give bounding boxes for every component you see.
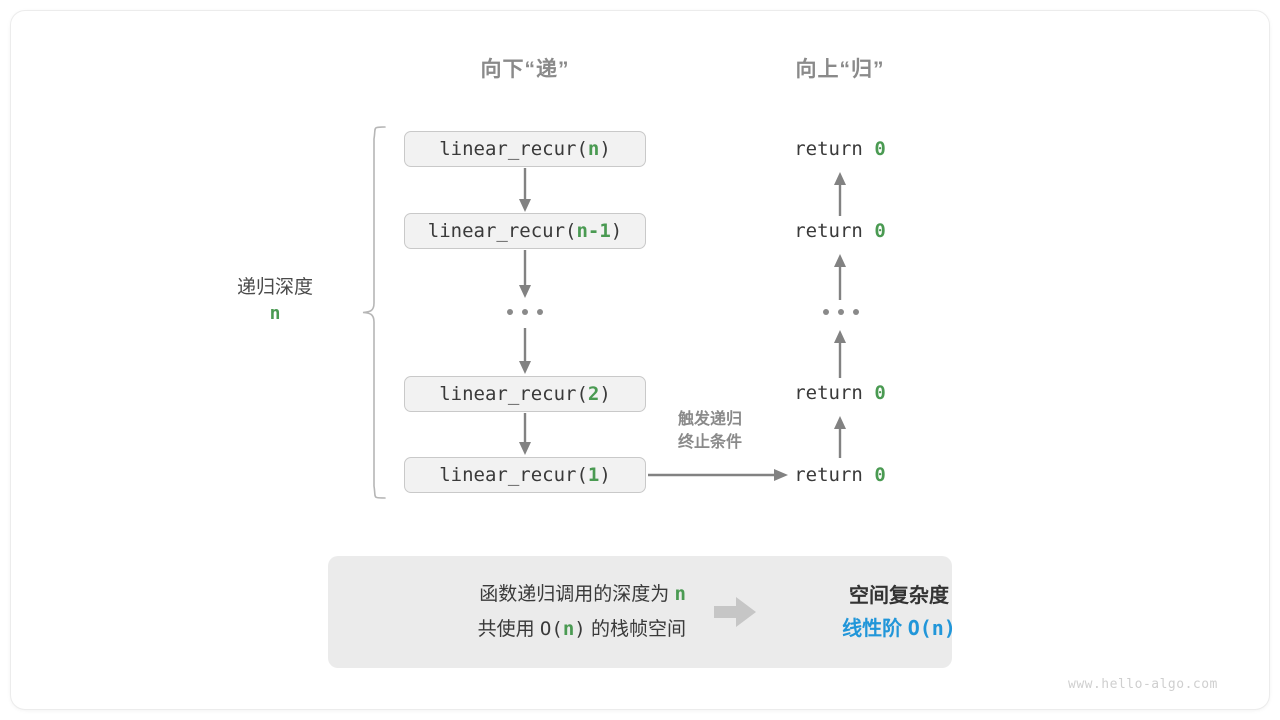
summary-line-2-text: 共使用	[477, 619, 540, 640]
summary-value-label: 线性阶	[842, 617, 908, 640]
summary-line-2: 共使用 O(n) 的栈帧空间	[356, 612, 686, 647]
call-box-n[interactable]: linear_recur(n)	[404, 131, 646, 167]
right-arrow-icon	[714, 597, 756, 627]
call-box-n-minus-1-arg: n-1	[576, 220, 611, 242]
summary-right: 空间复杂度 线性阶 O(n)	[784, 580, 1014, 645]
ellipsis-dot	[838, 309, 844, 315]
summary-line-2-bigo-close: )	[574, 618, 586, 640]
recursion-depth-label: 递归深度 n	[175, 275, 375, 327]
arrow-up-4	[834, 416, 846, 458]
arrow-down-2	[519, 250, 531, 298]
call-box-n-arg: n	[587, 138, 600, 160]
summary-line-2-tail: 的栈帧空间	[585, 619, 686, 640]
arrow-down-4	[519, 413, 531, 455]
recursion-depth-value: n	[269, 303, 281, 324]
call-ellipsis	[495, 306, 555, 318]
return-keyword: return	[794, 464, 863, 486]
summary-line-1-n: n	[674, 583, 686, 605]
arrow-down-1	[519, 168, 531, 212]
return-keyword: return	[794, 220, 863, 242]
summary-value-formula: O(n)	[907, 615, 956, 640]
summary-panel: 函数递归调用的深度为 n 共使用 O(n) 的栈帧空间 空间复杂度 线性阶 O(…	[328, 556, 956, 668]
return-label-2: return 0	[740, 220, 940, 242]
arrow-base-case	[648, 469, 788, 481]
recursion-depth-text: 递归深度	[236, 277, 313, 298]
summary-line-2-n: n	[562, 618, 575, 640]
trigger-note-line2: 终止条件	[677, 434, 742, 451]
call-box-2-arg: 2	[587, 383, 600, 405]
summary-left: 函数递归调用的深度为 n 共使用 O(n) 的栈帧空间	[328, 577, 686, 647]
arrow-down-3	[519, 328, 531, 374]
return-keyword: return	[794, 382, 863, 404]
call-box-1[interactable]: linear_recur(1)	[404, 457, 646, 493]
arrow-up-2	[834, 254, 846, 300]
summary-value: 线性阶 O(n)	[784, 612, 1014, 645]
ellipsis-dot	[853, 309, 859, 315]
summary-title: 空间复杂度	[849, 584, 949, 607]
summary-line-2-bigo-open: O(	[539, 618, 563, 640]
trigger-note-line1: 触发递归	[677, 411, 742, 428]
call-box-1-arg: 1	[587, 464, 600, 486]
summary-line-1-text: 函数递归调用的深度为	[479, 584, 675, 605]
arrow-up-3	[834, 330, 846, 378]
column-header-descend: 向下“递”	[480, 58, 570, 81]
ellipsis-dot	[507, 309, 513, 315]
return-value: 0	[874, 220, 886, 242]
arrow-up-1	[834, 172, 846, 216]
call-box-n-minus-1[interactable]: linear_recur(n-1)	[404, 213, 646, 249]
ellipsis-dot	[522, 309, 528, 315]
call-box-n-minus-1-prefix: linear_recur(	[427, 220, 577, 242]
recursion-depth-brace	[362, 126, 386, 499]
return-label-3: return 0	[740, 382, 940, 404]
return-keyword: return	[794, 138, 863, 160]
return-value: 0	[874, 464, 886, 486]
return-value: 0	[874, 138, 886, 160]
return-value: 0	[874, 382, 886, 404]
ellipsis-dot	[537, 309, 543, 315]
call-box-n-minus-1-suffix: )	[610, 220, 623, 242]
trigger-note: 触发递归 终止条件	[640, 408, 780, 454]
return-ellipsis	[811, 306, 871, 318]
watermark: www.hello-algo.com	[1068, 677, 1218, 692]
return-label-1: return 0	[740, 138, 940, 160]
call-box-1-prefix: linear_recur(	[439, 464, 588, 486]
summary-line-1: 函数递归调用的深度为 n	[356, 577, 686, 612]
call-box-n-suffix: )	[599, 138, 611, 160]
call-box-2[interactable]: linear_recur(2)	[404, 376, 646, 412]
call-box-2-suffix: )	[599, 383, 611, 405]
call-box-2-prefix: linear_recur(	[439, 383, 588, 405]
ellipsis-dot	[823, 309, 829, 315]
return-label-4: return 0	[740, 464, 940, 486]
column-header-ascend: 向上“归”	[795, 58, 885, 81]
call-box-1-suffix: )	[599, 464, 611, 486]
call-box-n-prefix: linear_recur(	[439, 138, 588, 160]
